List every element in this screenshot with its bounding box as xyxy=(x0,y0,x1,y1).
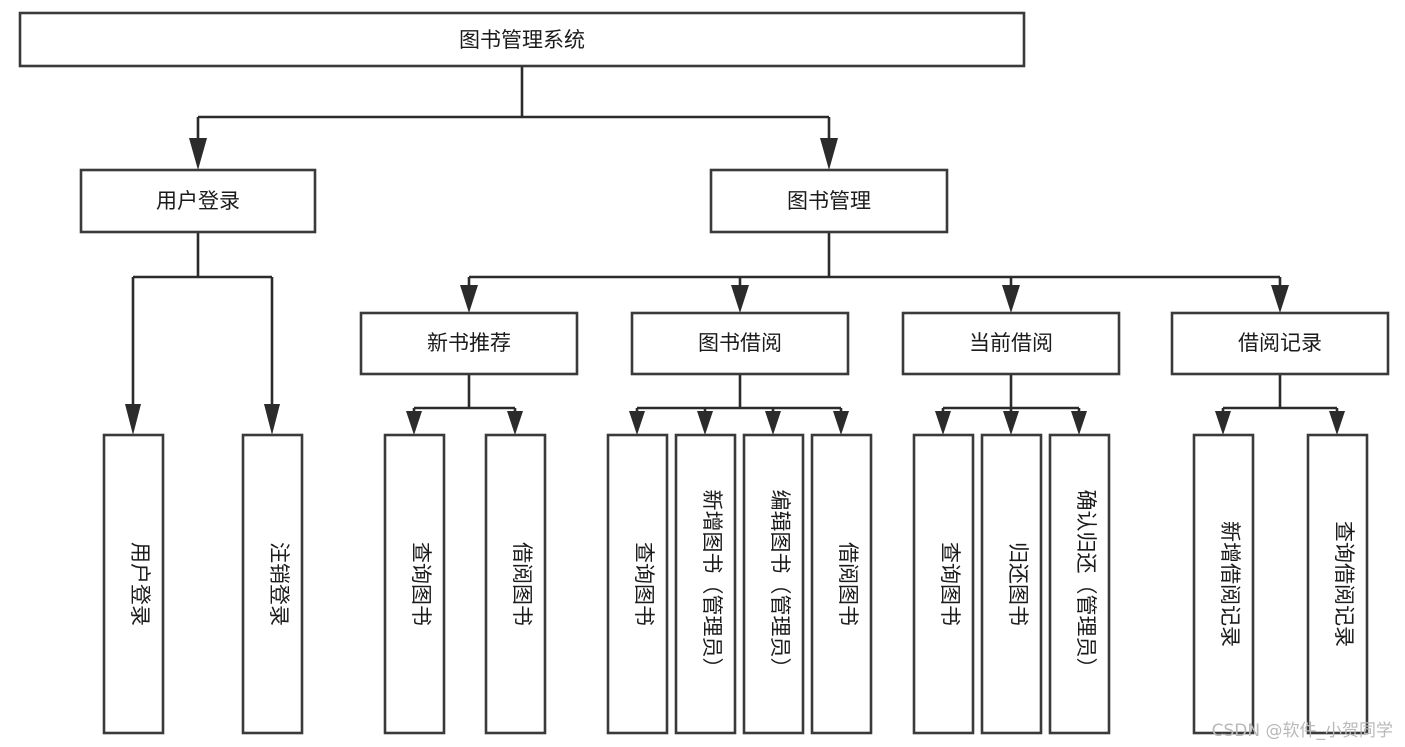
node-leaf-confirm-return-box[interactable] xyxy=(1048,433,1111,735)
connector-group-new-book-recommend xyxy=(406,374,523,435)
connector-group-root xyxy=(189,66,838,170)
node-new-book-recommend[interactable]: 新书推荐 xyxy=(359,311,579,376)
arrow-head-icon xyxy=(697,411,713,435)
arrow-head-icon xyxy=(1271,285,1289,313)
node-leaf-add-record[interactable]: 新增借阅记录 xyxy=(1192,433,1255,735)
watermark-label: CSDN @软件_小贺同学 xyxy=(1212,721,1393,741)
node-leaf-add-record-box[interactable] xyxy=(1192,433,1255,735)
node-leaf-user-login-label: 用户登录 xyxy=(128,542,152,626)
node-book-management-box[interactable] xyxy=(709,168,949,234)
arrow-head-icon xyxy=(189,138,207,170)
node-leaf-query-book-2-box[interactable] xyxy=(606,433,669,735)
node-leaf-query-record[interactable]: 查询借阅记录 xyxy=(1306,433,1369,735)
connector-group-borrow-record xyxy=(1215,374,1345,435)
arrow-head-icon xyxy=(507,411,523,435)
node-leaf-borrow-book-2-box[interactable] xyxy=(810,433,873,735)
node-root[interactable]: 图书管理系统 xyxy=(18,11,1026,68)
node-leaf-query-book-1-box[interactable] xyxy=(383,433,446,735)
arrow-head-icon xyxy=(1003,411,1019,435)
arrow-head-icon xyxy=(1071,411,1087,435)
node-root-box[interactable] xyxy=(18,11,1026,68)
node-leaf-logout-login[interactable]: 注销登录 xyxy=(241,433,304,735)
arrow-head-icon xyxy=(731,285,749,313)
node-leaf-add-record-label: 新增借阅记录 xyxy=(1218,521,1242,647)
node-leaf-return-book-box[interactable] xyxy=(980,433,1043,735)
node-leaf-edit-book-label: 编辑图书（管理员） xyxy=(768,490,792,679)
node-leaf-borrow-book-1-label: 借阅图书 xyxy=(510,542,534,626)
arrow-head-icon xyxy=(1329,411,1345,435)
node-leaf-confirm-return-label: 确认归还（管理员） xyxy=(1074,490,1098,679)
arrow-head-icon xyxy=(1002,285,1020,313)
node-leaf-borrow-book-2-label: 借阅图书 xyxy=(836,542,860,626)
node-borrow-record-label: 借阅记录 xyxy=(1238,331,1322,355)
connector-group-book-management xyxy=(460,232,1289,313)
node-new-book-recommend-label: 新书推荐 xyxy=(427,331,511,355)
arrow-head-icon xyxy=(406,411,422,435)
node-leaf-add-book-label: 新增图书（管理员） xyxy=(700,490,724,679)
node-leaf-query-book-3-label: 查询图书 xyxy=(938,542,962,626)
node-leaf-logout-login-box[interactable] xyxy=(241,433,304,735)
node-book-management[interactable]: 图书管理 xyxy=(709,168,949,234)
node-book-borrow-box[interactable] xyxy=(630,311,850,376)
node-new-book-recommend-box[interactable] xyxy=(359,311,579,376)
node-leaf-add-book-box[interactable] xyxy=(674,433,737,735)
node-user-login-box[interactable] xyxy=(79,168,317,234)
node-leaf-query-book-2-label: 查询图书 xyxy=(632,542,656,626)
node-leaf-query-book-3[interactable]: 查询图书 xyxy=(912,433,975,735)
node-leaf-confirm-return[interactable]: 确认归还（管理员） xyxy=(1048,433,1111,735)
node-leaf-query-record-label: 查询借阅记录 xyxy=(1332,521,1356,647)
node-current-borrow-box[interactable] xyxy=(901,311,1121,376)
connector-group-book-borrow xyxy=(629,374,849,435)
node-user-login-label: 用户登录 xyxy=(156,189,240,213)
node-leaf-query-book-2[interactable]: 查询图书 xyxy=(606,433,669,735)
node-leaf-user-login-box[interactable] xyxy=(102,433,165,735)
node-leaf-query-book-3-box[interactable] xyxy=(912,433,975,735)
node-leaf-borrow-book-1-box[interactable] xyxy=(484,433,547,735)
arrow-head-icon xyxy=(765,411,781,435)
node-leaf-query-book-1-label: 查询图书 xyxy=(409,542,433,626)
arrow-head-icon xyxy=(264,404,280,435)
node-leaf-query-book-1[interactable]: 查询图书 xyxy=(383,433,446,735)
node-leaf-borrow-book-2[interactable]: 借阅图书 xyxy=(810,433,873,735)
arrow-head-icon xyxy=(935,411,951,435)
node-leaf-logout-login-label: 注销登录 xyxy=(267,542,291,626)
arrow-head-icon xyxy=(629,411,645,435)
node-book-management-label: 图书管理 xyxy=(787,189,871,213)
arrow-head-icon xyxy=(125,404,141,435)
arrow-head-icon xyxy=(460,285,478,313)
connector-group-user-login xyxy=(125,232,280,435)
node-leaf-query-record-box[interactable] xyxy=(1306,433,1369,735)
node-borrow-record[interactable]: 借阅记录 xyxy=(1170,311,1390,376)
node-leaf-return-book-label: 归还图书 xyxy=(1006,542,1030,626)
node-user-login[interactable]: 用户登录 xyxy=(79,168,317,234)
node-leaf-borrow-book-1[interactable]: 借阅图书 xyxy=(484,433,547,735)
node-leaf-return-book[interactable]: 归还图书 xyxy=(980,433,1043,735)
node-leaf-edit-book[interactable]: 编辑图书（管理员） xyxy=(742,433,805,735)
node-current-borrow-label: 当前借阅 xyxy=(969,331,1053,355)
node-leaf-add-book[interactable]: 新增图书（管理员） xyxy=(674,433,737,735)
arrow-head-icon xyxy=(820,138,838,170)
node-current-borrow[interactable]: 当前借阅 xyxy=(901,311,1121,376)
connector-group-current-borrow xyxy=(935,374,1087,435)
node-book-borrow-label: 图书借阅 xyxy=(698,331,782,355)
arrow-head-icon xyxy=(833,411,849,435)
node-book-borrow[interactable]: 图书借阅 xyxy=(630,311,850,376)
node-borrow-record-box[interactable] xyxy=(1170,311,1390,376)
node-leaf-user-login[interactable]: 用户登录 xyxy=(102,433,165,735)
node-root-label: 图书管理系统 xyxy=(459,28,585,52)
node-leaf-edit-book-box[interactable] xyxy=(742,433,805,735)
arrow-head-icon xyxy=(1215,411,1231,435)
